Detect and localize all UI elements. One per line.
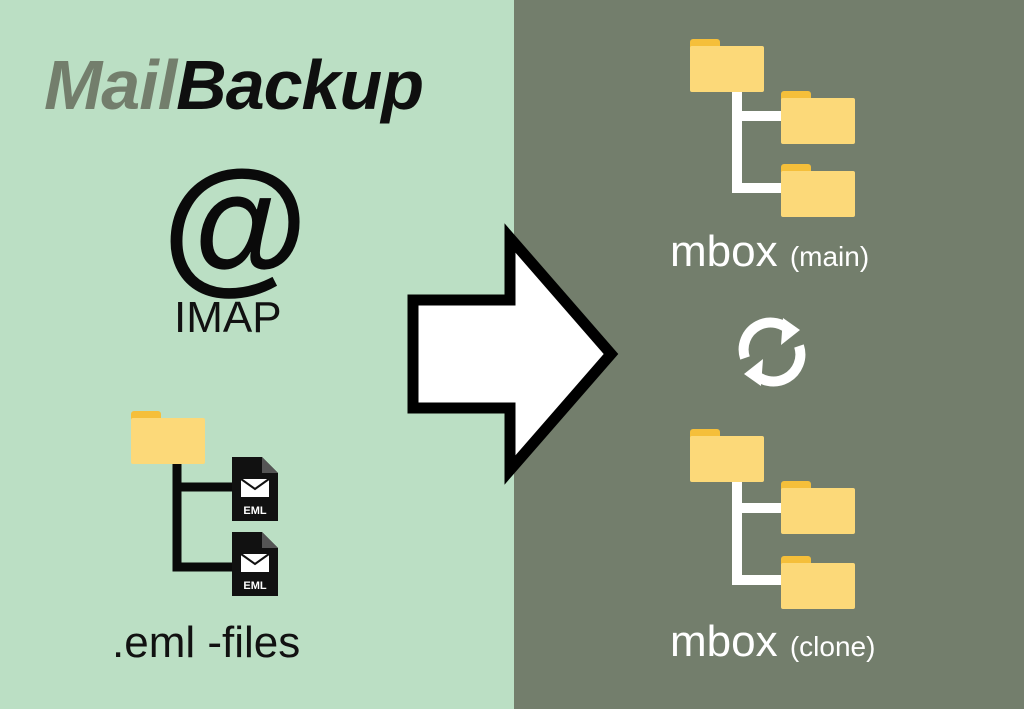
mbox-clone-name: mbox: [670, 617, 778, 666]
sync-icon: [738, 317, 806, 387]
folder-icon: [781, 91, 855, 144]
folder-icon: [781, 556, 855, 609]
mbox-main-sub: (main): [789, 241, 870, 272]
imap-label: IMAP: [174, 293, 282, 342]
mbox-main-name: mbox: [670, 227, 778, 276]
eml-badge: EML: [243, 505, 267, 517]
at-icon: @: [162, 139, 309, 307]
mbox-clone-label: mbox (clone): [670, 620, 875, 664]
mbox-main-tree: [690, 39, 855, 217]
folder-icon: [690, 39, 764, 92]
title-mail: Mail: [44, 46, 177, 124]
eml-files-label: .eml -files: [112, 618, 301, 667]
folder-icon: [131, 411, 205, 464]
mbox-clone-tree: [690, 429, 855, 609]
mbox-main-label: mbox (main): [670, 230, 869, 274]
eml-tree: EML EML: [131, 411, 279, 597]
folder-icon: [781, 481, 855, 534]
arrow-right-icon: [407, 223, 619, 485]
eml-badge: EML: [243, 580, 267, 592]
folder-icon: [781, 164, 855, 217]
folder-icon: [690, 429, 764, 482]
app-title: MailBackup: [44, 50, 424, 120]
mbox-clone-sub: (clone): [789, 631, 876, 662]
title-backup: Backup: [176, 46, 424, 124]
